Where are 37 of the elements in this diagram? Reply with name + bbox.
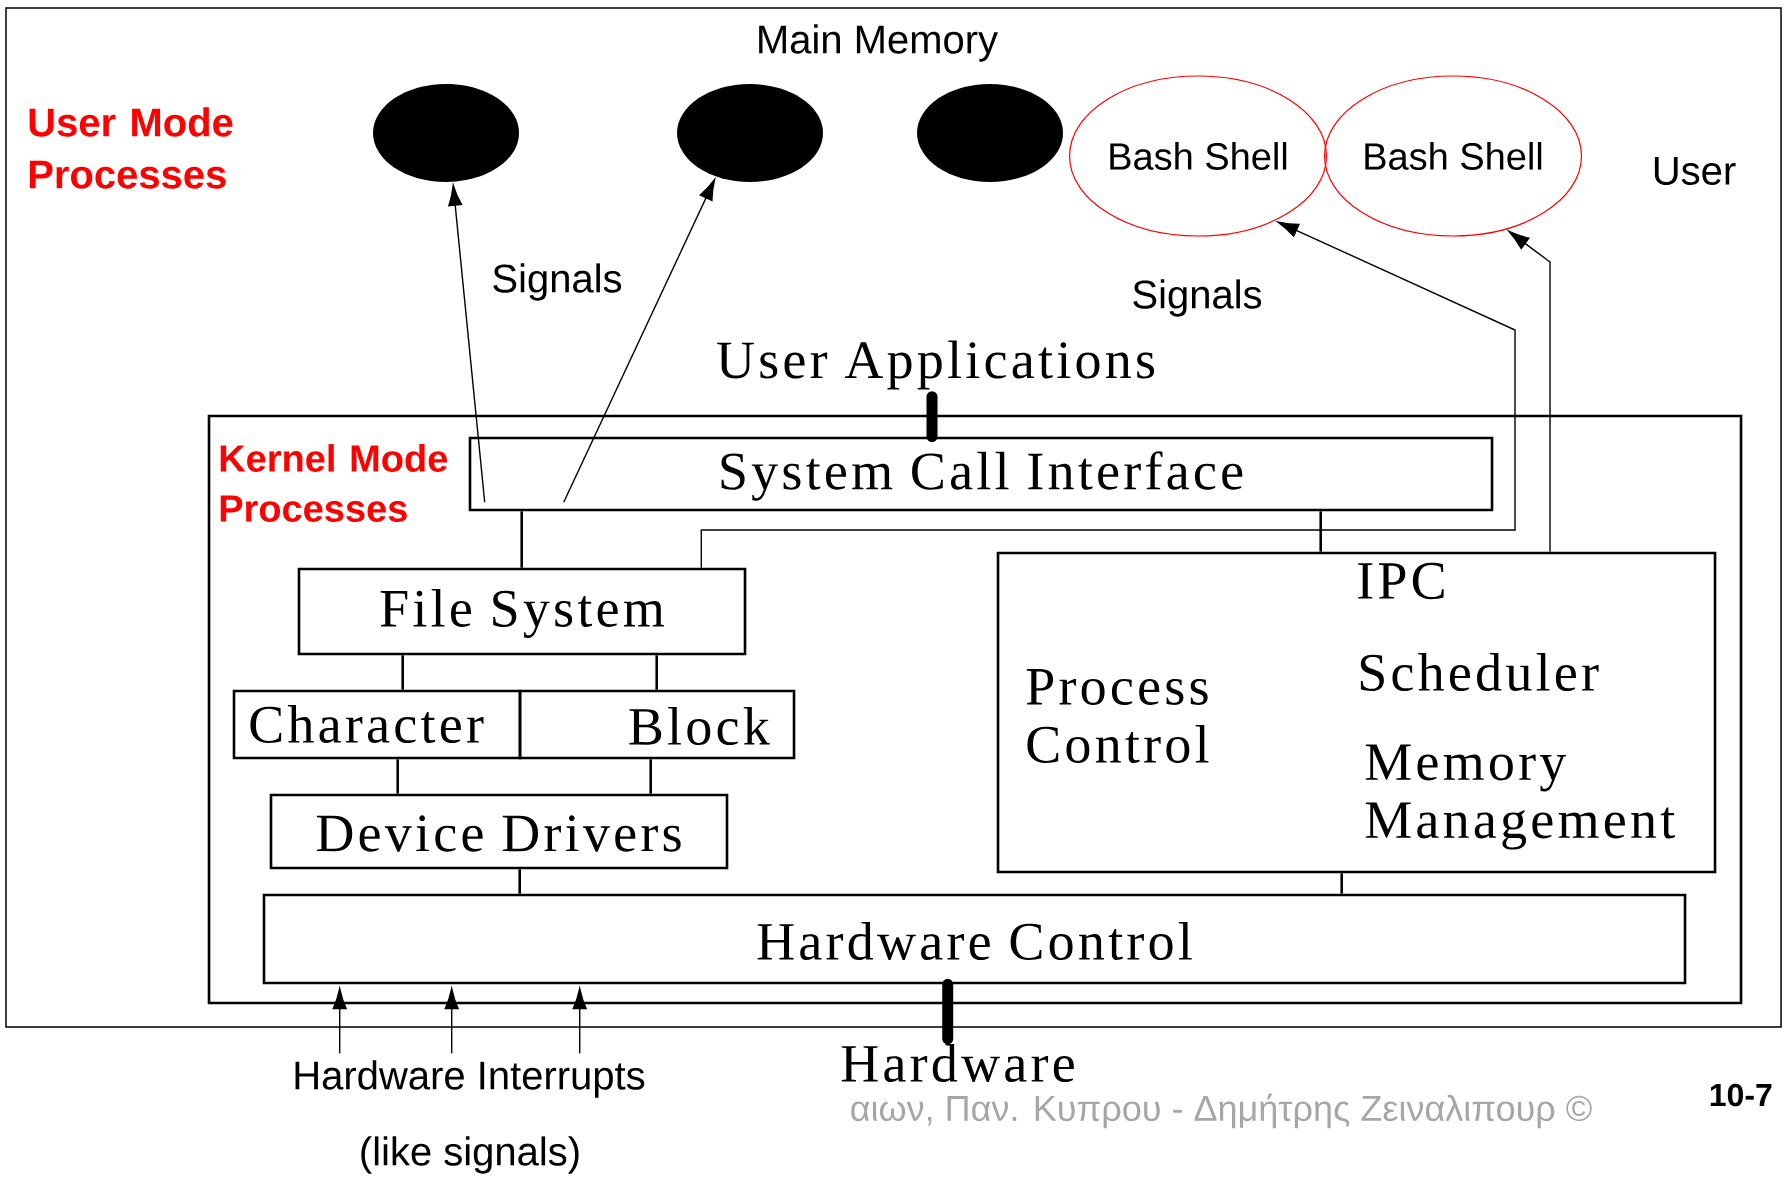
footer-text: αιων, Παν. Κυπρου - Δημήτρης Ζειναλιπουρ © <box>851 1093 1592 1129</box>
arrow <box>1508 230 1551 553</box>
connector-line <box>396 759 399 794</box>
connector-line <box>518 869 521 894</box>
heading: User Mode Processes <box>29 107 233 189</box>
connector-line <box>401 655 404 690</box>
box: System Call Interface <box>468 436 1494 512</box>
ellipse <box>373 84 519 182</box>
text: Main Memory <box>759 24 998 62</box>
box: Device Drivers <box>269 793 729 870</box>
ellipse <box>677 84 823 182</box>
text: User <box>1654 157 1736 185</box>
page-number: 10-7 <box>1710 1083 1772 1107</box>
text: User Applications <box>717 340 1155 390</box>
connector-bar <box>942 978 954 1045</box>
arrow <box>444 988 459 1010</box>
connector-line <box>655 655 658 690</box>
box: Hardware Control <box>262 893 1687 985</box>
box: File System <box>297 567 747 656</box>
arrow <box>700 221 1516 569</box>
box: Block <box>518 689 796 760</box>
arrow <box>332 988 347 1010</box>
connector-line <box>649 759 652 794</box>
arrow <box>563 178 716 503</box>
text: Signals <box>493 263 622 301</box>
arrow <box>448 184 486 503</box>
box: Character <box>232 689 522 760</box>
connector-line <box>520 511 523 568</box>
text: Hardware <box>841 1044 1074 1082</box>
text: Signals <box>1133 279 1262 317</box>
connector-line <box>1340 873 1343 894</box>
text: Hardware Interrupts (like signals) <box>295 1060 645 1174</box>
connector-line <box>1319 511 1322 552</box>
connector-bar <box>926 391 938 443</box>
box: IPC Process Control Scheduler Memory Management <box>996 551 1717 874</box>
arrow <box>572 988 587 1010</box>
ellipse <box>917 84 1063 182</box>
